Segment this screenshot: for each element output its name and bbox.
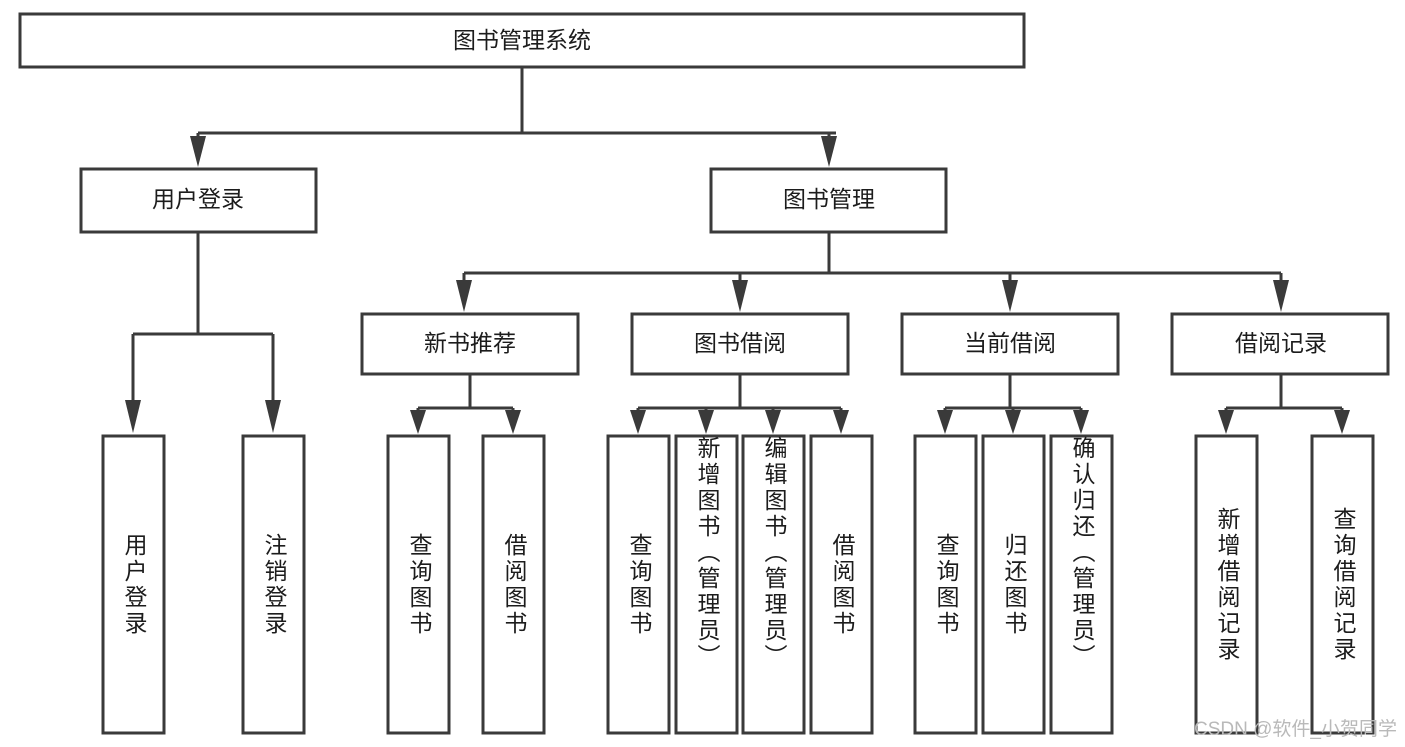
node-box-book-borrow[interactable] bbox=[630, 312, 850, 376]
arrow-head-leaf-return-book bbox=[1005, 410, 1021, 434]
arrow-head-current-borrow bbox=[1002, 280, 1018, 312]
arrow-head-leaf-borrow-book-2 bbox=[833, 410, 849, 434]
arrow-head-leaf-query-book-1 bbox=[410, 410, 426, 434]
node-box-leaf-user-login[interactable] bbox=[101, 434, 166, 735]
node-box-new-book-recommend[interactable] bbox=[360, 312, 580, 376]
arrow-head-book-borrow bbox=[732, 280, 748, 312]
node-box-leaf-borrow-book-1[interactable] bbox=[481, 434, 546, 735]
connector-group-root bbox=[190, 67, 837, 167]
watermark-text: CSDN @软件_小贺同学 bbox=[1194, 719, 1397, 740]
node-box-leaf-confirm-return[interactable] bbox=[1049, 434, 1114, 735]
arrow-head-book-manage bbox=[821, 136, 837, 167]
node-box-current-borrow[interactable] bbox=[900, 312, 1120, 376]
arrow-head-leaf-query-book-2 bbox=[630, 410, 646, 434]
node-box-leaf-return-book[interactable] bbox=[981, 434, 1046, 735]
arrow-head-leaf-confirm-return bbox=[1073, 410, 1089, 434]
node-box-leaf-borrow-book-2[interactable] bbox=[809, 434, 874, 735]
node-label-book-borrow: 图书借阅 bbox=[694, 330, 786, 356]
connector-group-current-borrow bbox=[937, 374, 1089, 434]
node-label-system: 图书管理系统 bbox=[453, 27, 591, 53]
arrow-head-leaf-logout bbox=[265, 400, 281, 433]
node-label-user-login: 用户登录 bbox=[152, 186, 244, 212]
arrow-head-borrow-record bbox=[1273, 280, 1289, 312]
node-box-leaf-add-record[interactable] bbox=[1194, 434, 1259, 735]
node-box-leaf-query-book-1[interactable] bbox=[386, 434, 451, 735]
arrow-head-leaf-query-record bbox=[1334, 410, 1350, 434]
node-box-leaf-logout[interactable] bbox=[241, 434, 306, 735]
node-box-book-manage[interactable] bbox=[709, 167, 948, 234]
node-label-current-borrow: 当前借阅 bbox=[964, 330, 1056, 356]
connector-group-user-login bbox=[125, 232, 281, 433]
node-box-leaf-edit-book[interactable] bbox=[741, 434, 806, 735]
arrow-head-leaf-add-book bbox=[698, 410, 714, 434]
node-box-leaf-add-book[interactable] bbox=[674, 434, 739, 735]
node-box-leaf-query-record[interactable] bbox=[1310, 434, 1375, 735]
node-box-system[interactable] bbox=[18, 12, 1026, 69]
arrow-head-user-login bbox=[190, 136, 206, 167]
arrow-head-leaf-borrow-book-1 bbox=[505, 410, 521, 434]
connector-group-book-manage bbox=[456, 232, 1289, 312]
connector-group-borrow-record bbox=[1218, 374, 1350, 434]
connector-group-new-book-recommend bbox=[410, 374, 521, 434]
node-box-leaf-query-book-2[interactable] bbox=[606, 434, 671, 735]
arrow-head-new-book-recommend bbox=[456, 280, 472, 312]
arrow-head-leaf-query-book-3 bbox=[937, 410, 953, 434]
node-label-book-manage: 图书管理 bbox=[783, 186, 875, 212]
connector-group-book-borrow bbox=[630, 374, 849, 434]
node-box-leaf-query-book-3[interactable] bbox=[913, 434, 978, 735]
node-box-borrow-record[interactable] bbox=[1170, 312, 1390, 376]
node-box-user-login[interactable] bbox=[79, 167, 318, 234]
arrow-head-leaf-edit-book bbox=[765, 410, 781, 434]
node-label-borrow-record: 借阅记录 bbox=[1235, 330, 1327, 356]
arrow-head-leaf-user-login bbox=[125, 400, 141, 433]
node-label-new-book-recommend: 新书推荐 bbox=[424, 330, 516, 356]
arrow-head-leaf-add-record bbox=[1218, 410, 1234, 434]
